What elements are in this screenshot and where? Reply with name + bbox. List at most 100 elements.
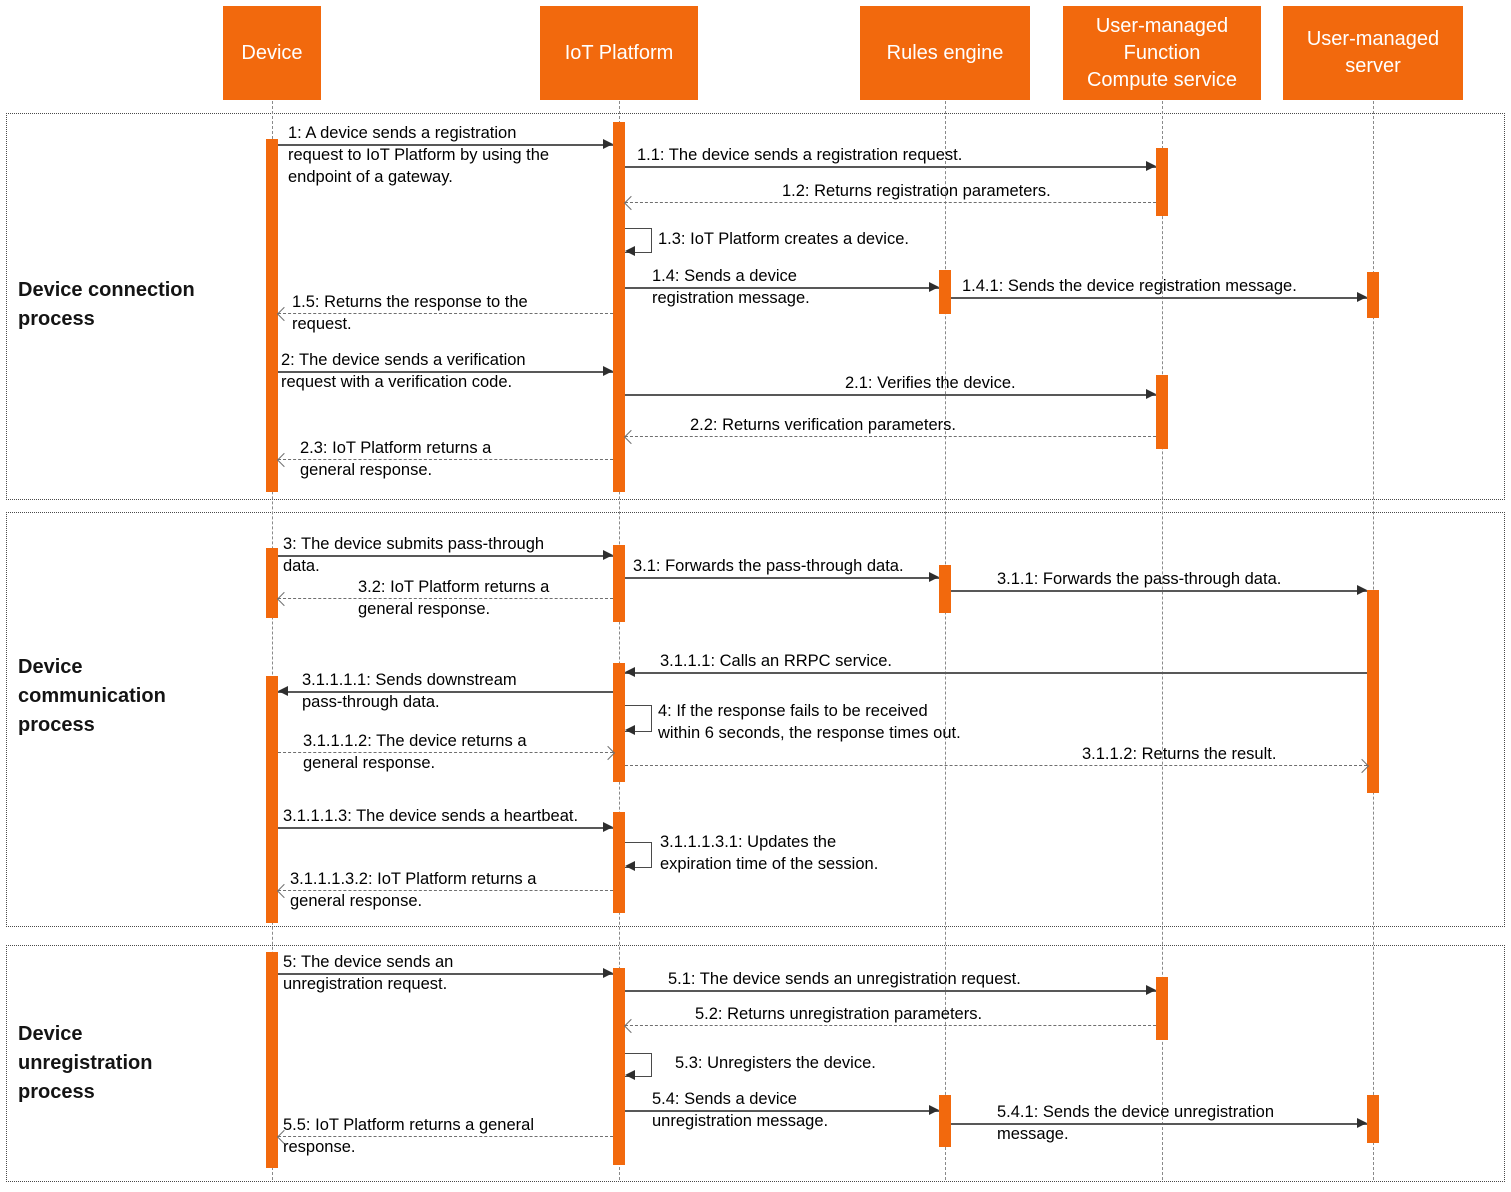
activation-bar-device (266, 952, 278, 1168)
message-arrow-line (278, 555, 613, 557)
message-label: 5.3: Unregisters the device. (675, 1054, 876, 1072)
message-arrow-line (625, 672, 1367, 674)
message-label: 1.5: Returns the response to the request… (292, 293, 528, 333)
arrowhead-icon (625, 667, 635, 677)
process-section-label: Device connection process (18, 279, 195, 330)
message-arrow-line (278, 890, 613, 891)
message-label: 3.1.1.2: Returns the result. (1082, 745, 1277, 763)
message-label: 2.1: Verifies the device. (845, 374, 1016, 392)
message-label: 3.1.1.1.3: The device sends a heartbeat. (283, 807, 579, 825)
message-arrow-line (951, 1123, 1367, 1125)
process-section-box (6, 113, 1505, 500)
lifeline-device (271, 101, 273, 1180)
message-label: 3.1.1.1.1: Sends downstream pass-through… (302, 671, 517, 711)
message-arrow-line (625, 1110, 939, 1112)
arrowhead-icon (625, 1070, 635, 1080)
arrowhead-icon (929, 572, 939, 582)
arrowhead-icon (625, 725, 635, 735)
message-label: 2.3: IoT Platform returns a general resp… (300, 439, 492, 479)
arrowhead-icon (603, 139, 613, 149)
message-arrow-line (951, 590, 1367, 592)
arrowhead-icon (625, 861, 635, 871)
message-arrow-line (625, 287, 939, 289)
message-label: 1.2: Returns registration parameters. (782, 182, 1051, 200)
message-label: 3.1.1.1.3.2: IoT Platform returns a gene… (290, 870, 537, 910)
message-arrow-line (625, 202, 1156, 203)
arrowhead-icon (603, 366, 613, 376)
actor-box-rules: Rules engine (860, 6, 1030, 100)
message-label: 5.4.1: Sends the device unregistration m… (997, 1103, 1275, 1143)
activation-bar-iot (613, 968, 625, 1165)
message-label: 3.2: IoT Platform returns a general resp… (358, 578, 550, 618)
message-arrow-line (278, 459, 613, 460)
actor-box-fc: User-managed Function Compute service (1063, 6, 1261, 100)
message-arrow-line (278, 827, 613, 829)
arrowhead-icon (1357, 585, 1367, 595)
message-arrow-line (278, 313, 613, 314)
activation-bar-device (266, 139, 278, 492)
message-label: 5.5: IoT Platform returns a general resp… (283, 1116, 534, 1156)
arrowhead-icon (1146, 985, 1156, 995)
process-section-box (6, 945, 1505, 1182)
arrowhead-icon (603, 550, 613, 560)
process-section-label: Device unregistration process (18, 1023, 153, 1103)
message-arrow-line (278, 598, 613, 599)
arrowhead-icon (1146, 161, 1156, 171)
activation-bar-server (1367, 1095, 1379, 1143)
message-arrow-line (625, 394, 1156, 396)
activation-bar-iot (613, 812, 625, 913)
activation-bar-fc (1156, 148, 1168, 216)
message-arrow-line (625, 436, 1156, 437)
message-label: 1.4: Sends a device registration message… (652, 267, 810, 307)
self-message-loop (625, 1053, 652, 1077)
self-message-loop (625, 228, 652, 253)
actor-box-device: Device (223, 6, 321, 100)
activation-bar-device (266, 676, 278, 923)
message-label: 5.1: The device sends an unregistration … (668, 970, 1021, 988)
self-message-loop (625, 842, 652, 868)
activation-bar-iot (613, 545, 625, 622)
message-label: 5: The device sends an unregistration re… (283, 953, 454, 993)
activation-bar-server (1367, 590, 1379, 793)
activation-bar-fc (1156, 977, 1168, 1040)
message-label: 1.3: IoT Platform creates a device. (658, 230, 909, 248)
message-label: 3.1.1.1: Calls an RRPC service. (660, 652, 893, 670)
activation-bar-rules (939, 1095, 951, 1147)
message-label: 2: The device sends a verification reque… (281, 351, 526, 391)
message-label: 3.1.1: Forwards the pass-through data. (997, 570, 1282, 588)
arrowhead-icon (625, 246, 635, 256)
actor-box-iot: IoT Platform (540, 6, 698, 100)
message-arrow-line (278, 973, 613, 975)
message-arrow-line (625, 166, 1156, 168)
message-arrow-line (625, 577, 939, 579)
message-label: 1.4.1: Sends the device registration mes… (962, 277, 1297, 295)
activation-bar-fc (1156, 375, 1168, 449)
message-label: 2.2: Returns verification parameters. (690, 416, 956, 434)
arrowhead-icon (278, 686, 288, 696)
activation-bar-device (266, 548, 278, 618)
self-message-loop (625, 705, 652, 732)
message-arrow-line (278, 371, 613, 373)
activation-bar-rules (939, 565, 951, 613)
lifeline-fc (1161, 101, 1163, 1180)
activation-bar-rules (939, 270, 951, 314)
message-label: 1.1: The device sends a registration req… (637, 146, 963, 164)
arrowhead-icon (1357, 1118, 1367, 1128)
arrowhead-icon (603, 822, 613, 832)
lifeline-rules (944, 101, 946, 1180)
arrowhead-icon (603, 968, 613, 978)
arrowhead-icon (1357, 292, 1367, 302)
message-arrow-line (951, 297, 1367, 299)
message-label: 1: A device sends a registration request… (288, 124, 550, 186)
lifeline-iot (618, 101, 620, 1180)
message-label: 3: The device submits pass-through data. (283, 535, 545, 575)
message-arrow-line (625, 990, 1156, 992)
message-label: 5.4: Sends a device unregistration messa… (652, 1090, 829, 1130)
activation-bar-server (1367, 272, 1379, 318)
message-label: 5.2: Returns unregistration parameters. (695, 1005, 983, 1023)
message-arrow-line (625, 1025, 1156, 1026)
message-arrow-line (278, 1136, 613, 1137)
message-arrow-line (278, 144, 613, 146)
message-label: 4: If the response fails to be received … (658, 702, 961, 742)
